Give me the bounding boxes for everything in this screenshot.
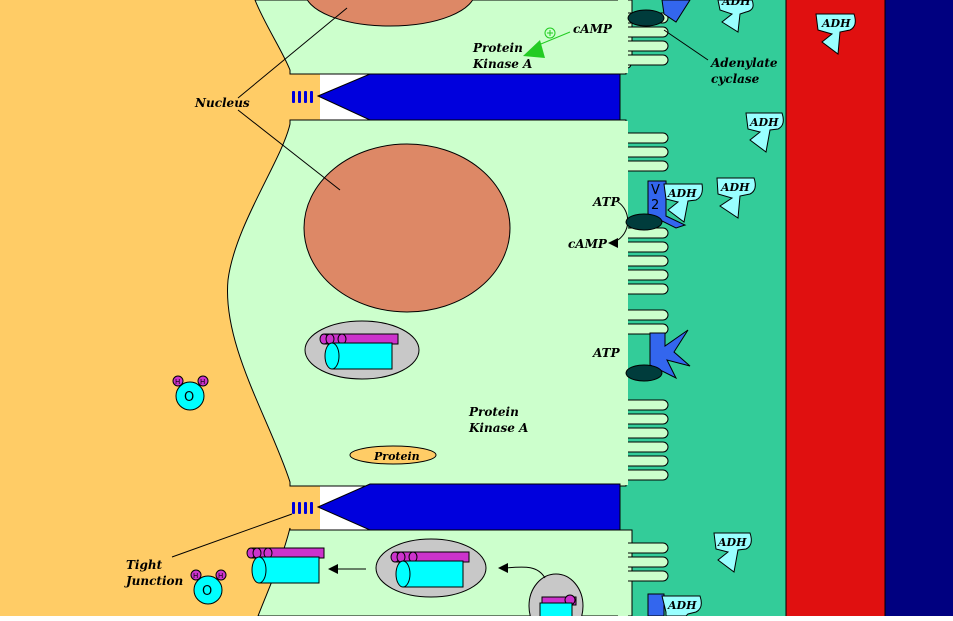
pka-top-label-line1: Protein	[472, 41, 523, 55]
tight-junction-label-line1: Tight	[126, 558, 163, 572]
adenylate-cyclase-top	[627, 9, 665, 27]
water-oxygen-label-1: O	[184, 390, 194, 405]
v2-receptor-bottom	[647, 593, 665, 617]
tight-junction-strands-top	[292, 91, 313, 103]
blood-region	[885, 0, 953, 616]
v2-receptor-label-line1: V	[651, 183, 660, 198]
nucleus-label: Nucleus	[194, 96, 250, 110]
activation-arrowhead	[523, 40, 545, 58]
adh-label-7: ADH	[667, 599, 697, 612]
camp-top-label: cAMP	[573, 22, 613, 36]
pka-mid-label-line1: Protein	[468, 405, 519, 419]
aquaporin-channel-membrane	[246, 547, 325, 584]
v2-receptor-lower	[649, 329, 691, 380]
tight-junction-label-line2: Junction	[124, 574, 183, 588]
adenylate-cyclase-lower	[625, 364, 663, 382]
nucleus-top	[306, 0, 474, 27]
adh-hormone-6: ADH	[713, 532, 752, 573]
conversion-arrowhead	[608, 238, 618, 248]
adh-label-3: ADH	[749, 116, 779, 129]
atp-label-1: ATP	[592, 195, 621, 209]
protein-label: Protein	[373, 450, 420, 463]
capillary-wall	[786, 0, 886, 616]
trafficking-arrow-1	[328, 564, 366, 574]
water-oxygen-label-2: O	[202, 584, 212, 599]
adh-hormone-5: ADH	[716, 177, 756, 219]
adh-label-4: ADH	[667, 187, 697, 200]
adh-hormone-4: ADH	[663, 183, 703, 223]
v2-receptor-top	[661, 0, 691, 23]
tight-junction-strands-bottom	[292, 502, 313, 514]
adenylate-cyclase-label-line1: Adenylate	[710, 56, 778, 70]
nucleus-main	[303, 143, 511, 313]
interstitium-region	[600, 0, 788, 616]
water-hydrogen-label-2a: H	[193, 572, 198, 580]
v2-receptor-label-line2: 2	[651, 198, 659, 213]
junction-bar-top	[316, 73, 621, 121]
protein-shape	[349, 445, 437, 465]
adh-label-2: ADH	[821, 17, 851, 30]
water-hydrogen-label-2b: H	[218, 572, 223, 580]
atp-label-2: ATP	[592, 346, 621, 360]
aquaporin-vesicle-1	[304, 320, 420, 380]
aquaporin-vesicle-2	[375, 538, 487, 598]
adh-hormone-3: ADH	[745, 112, 784, 153]
adh-label-6: ADH	[717, 536, 747, 549]
water-molecule-1: O H H	[172, 375, 209, 411]
adenylate-cyclase-mid	[625, 213, 663, 231]
adh-label-5: ADH	[720, 181, 750, 194]
water-molecule-2: O H H	[190, 569, 227, 605]
trafficking-arrow-2	[498, 563, 546, 579]
adh-hormone-2: ADH	[815, 13, 856, 55]
pka-mid-label-line2: Kinase A	[468, 421, 528, 435]
plus-sign	[544, 27, 556, 39]
adh-hormone-1: ADH	[717, 0, 754, 33]
water-hydrogen-label-1a: H	[175, 378, 180, 386]
junction-bar-bottom	[316, 483, 621, 531]
adh-label-1: ADH	[721, 0, 751, 8]
adenylate-cyclase-label-line2: cyclase	[711, 72, 760, 86]
water-hydrogen-label-1b: H	[200, 378, 205, 386]
camp-mid-label: cAMP	[568, 237, 608, 251]
pka-top-label-line2: Kinase A	[472, 57, 532, 71]
